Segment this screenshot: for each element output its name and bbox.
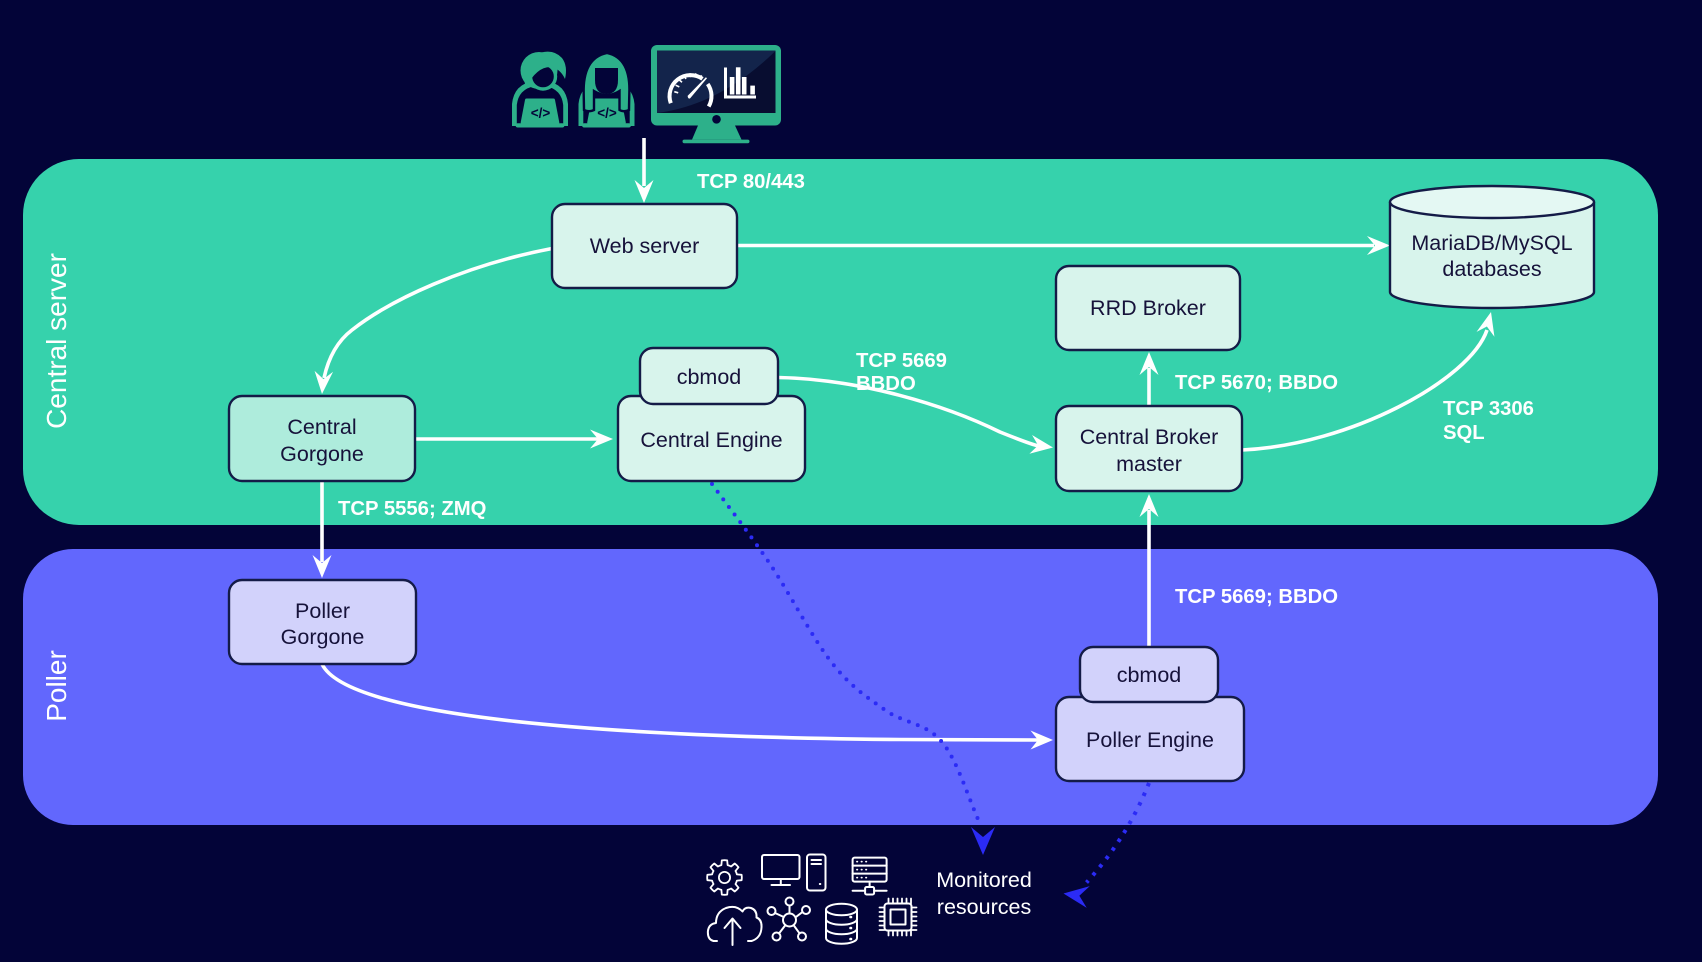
svg-text:BBDO: BBDO [856,373,916,395]
svg-text:Monitored: Monitored [936,868,1032,892]
svg-text:RRD Broker: RRD Broker [1090,296,1206,320]
svg-text:TCP 5670; BBDO: TCP 5670; BBDO [1175,372,1338,394]
svg-text:Poller: Poller [41,650,72,722]
svg-text:resources: resources [937,895,1031,919]
svg-text:TCP 5556; ZMQ: TCP 5556; ZMQ [338,498,486,520]
svg-text:Web server: Web server [590,234,700,258]
svg-text:TCP 5669; BBDO: TCP 5669; BBDO [1175,586,1338,608]
svg-text:Central Broker: Central Broker [1080,425,1219,449]
svg-text:cbmod: cbmod [1117,663,1182,687]
svg-text:Poller Engine: Poller Engine [1086,728,1214,752]
svg-text:master: master [1116,452,1182,476]
svg-text:Central server: Central server [41,253,72,429]
svg-text:TCP 5669: TCP 5669 [856,350,947,372]
svg-text:TCP 80/443: TCP 80/443 [697,171,805,193]
svg-text:Poller: Poller [295,599,350,623]
svg-text:SQL: SQL [1443,422,1485,444]
svg-text:databases: databases [1442,257,1541,281]
svg-text:TCP 3306: TCP 3306 [1443,398,1534,420]
svg-text:Gorgone: Gorgone [280,442,364,466]
svg-text:Central Engine: Central Engine [640,428,782,452]
svg-text:Central: Central [287,415,356,439]
svg-text:MariaDB/MySQL: MariaDB/MySQL [1411,231,1572,255]
svg-text:Gorgone: Gorgone [281,625,365,649]
svg-text:cbmod: cbmod [677,365,742,389]
